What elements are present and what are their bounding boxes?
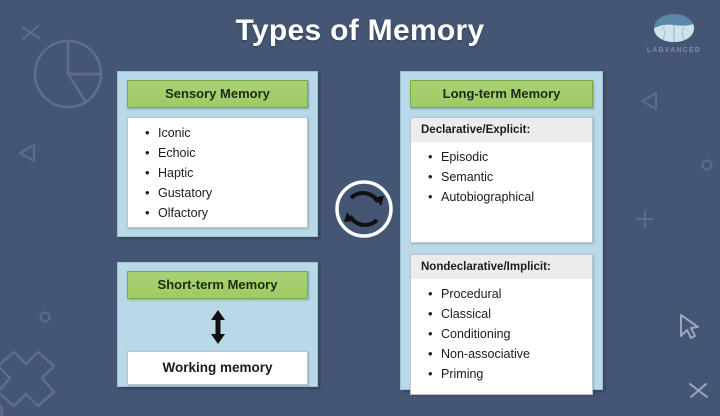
list-item: Gustatory: [128, 183, 307, 203]
list-item: Episodic: [411, 147, 592, 167]
sensory-memory-list: Iconic Echoic Haptic Gustatory Olfactory: [128, 118, 307, 230]
small-circle-doodle-left: [38, 310, 52, 324]
list-item: Priming: [411, 364, 592, 384]
logo-text: LABVANCED: [646, 47, 702, 54]
declarative-explicit-title: Declarative/Explicit:: [411, 118, 592, 142]
list-item: Conditioning: [411, 324, 592, 344]
cursor-arrow-doodle: [676, 312, 702, 342]
list-item: Classical: [411, 304, 592, 324]
short-term-arrow-wrap: [118, 309, 317, 345]
list-item: Olfactory: [128, 203, 307, 223]
labvanced-logo[interactable]: LABVANCED: [640, 12, 708, 54]
sensory-memory-header: Sensory Memory: [127, 80, 308, 108]
cycle-arrows-icon: [335, 180, 393, 238]
brain-icon: [654, 14, 694, 42]
plus-doodle-right: [634, 208, 656, 230]
small-circle-doodle-right: [700, 158, 714, 172]
double-headed-vertical-arrow-icon: [210, 310, 225, 344]
triangle-doodle-right: [638, 90, 660, 112]
nondeclarative-implicit-list: Procedural Classical Conditioning Non-as…: [411, 279, 592, 391]
nondeclarative-implicit-card: Nondeclarative/Implicit: Procedural Clas…: [410, 254, 593, 395]
puzzle-piece-doodle: [0, 340, 86, 416]
list-item: Autobiographical: [411, 187, 592, 207]
x-mark-doodle-bottom-right: [686, 378, 712, 404]
declarative-explicit-card: Declarative/Explicit: Episodic Semantic …: [410, 117, 593, 243]
list-item: Haptic: [128, 163, 307, 183]
panel-sensory-memory: Sensory Memory Iconic Echoic Haptic Gust…: [117, 71, 318, 237]
list-item: Semantic: [411, 167, 592, 187]
short-term-memory-header: Short-term Memory: [127, 271, 308, 299]
list-item: Non-associative: [411, 344, 592, 364]
working-memory-card: Working memory: [127, 351, 308, 385]
sensory-memory-card: Iconic Echoic Haptic Gustatory Olfactory: [127, 117, 308, 228]
panel-long-term-memory: Long-term Memory Declarative/Explicit: E…: [400, 71, 603, 395]
nondeclarative-implicit-title: Nondeclarative/Implicit:: [411, 255, 592, 279]
panel-short-term-memory: Short-term Memory Working memory: [117, 262, 318, 387]
list-item: Procedural: [411, 284, 592, 304]
triangle-doodle-left: [16, 142, 38, 164]
declarative-explicit-list: Episodic Semantic Autobiographical: [411, 142, 592, 214]
list-item: Iconic: [128, 123, 307, 143]
long-term-memory-header: Long-term Memory: [410, 80, 593, 108]
page-title: Types of Memory: [235, 14, 485, 47]
list-item: Echoic: [128, 143, 307, 163]
